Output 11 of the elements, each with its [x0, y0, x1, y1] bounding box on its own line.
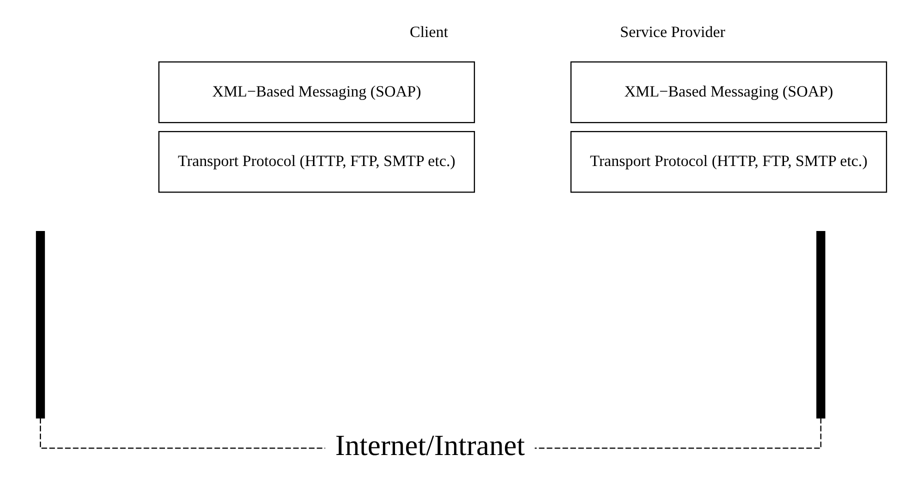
node-box: Transport Protocol (HTTP, FTP, SMTP etc.): [158, 131, 474, 193]
node-box: Transport Protocol (HTTP, FTP, SMTP etc.): [570, 131, 887, 193]
node-bar: [816, 230, 825, 418]
node-box: XML−Based Messaging (SOAP): [158, 61, 474, 124]
label: Service Provider: [620, 24, 725, 41]
connector: [39, 418, 325, 449]
label: Client: [409, 24, 448, 41]
node-text: Internet/Intranet: [334, 430, 524, 462]
node-bar: [35, 230, 44, 418]
connector: [534, 418, 821, 449]
node-box: XML−Based Messaging (SOAP): [570, 61, 887, 124]
